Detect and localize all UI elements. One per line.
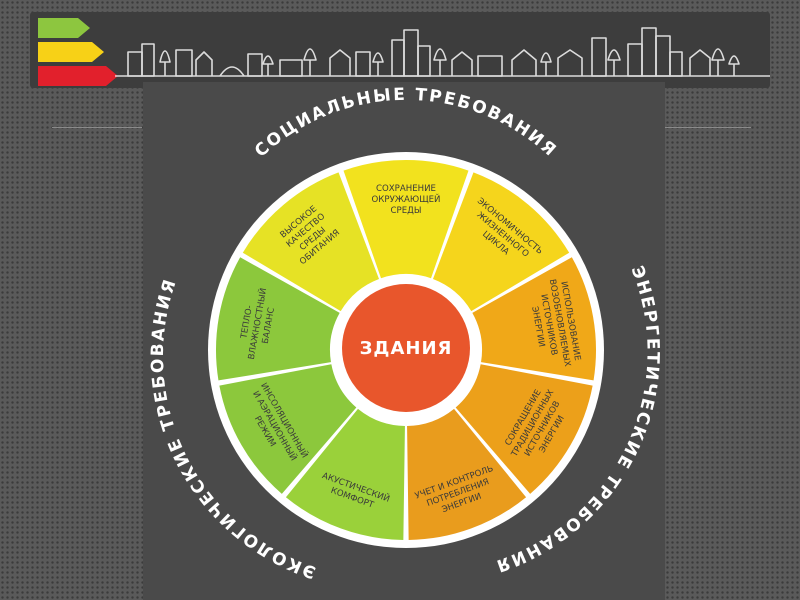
energy-label-icon (38, 18, 118, 86)
divider-line (52, 127, 142, 128)
wheel-segment (455, 364, 593, 494)
segment-label-line: СРЕДЫ (391, 206, 422, 216)
energy-label-bar-yellow (38, 42, 104, 62)
center-circle (342, 284, 470, 412)
wheel-segment (432, 172, 570, 312)
city-skyline-icon (115, 27, 770, 77)
energy-label-bar-green (38, 18, 90, 38)
wheel-segment (285, 408, 405, 540)
center-label: ЗДАНИЯ (360, 338, 453, 359)
wheel-segment (242, 172, 380, 312)
wheel-segment (216, 257, 340, 381)
arc-title-social: СОЦИАЛЬНЫЕ ТРЕБОВАНИЯ (251, 85, 561, 162)
divider-line (665, 127, 751, 128)
segment-label-line: СОХРАНЕНИЕ (376, 184, 436, 194)
segment-label-line: ОКРУЖАЮЩЕЙ (372, 193, 441, 205)
wheel-segment (343, 160, 469, 279)
segment-label: ИСПОЛЬЗОВАНИЕВОЗОБНОВЛЯЕМЫХИСТОЧНИКОВЭНЕ… (525, 276, 583, 371)
wheel-segment (219, 364, 357, 494)
energy-label-bar-red (38, 66, 118, 86)
wheel-segment (472, 257, 596, 381)
wheel-segment (407, 408, 527, 540)
